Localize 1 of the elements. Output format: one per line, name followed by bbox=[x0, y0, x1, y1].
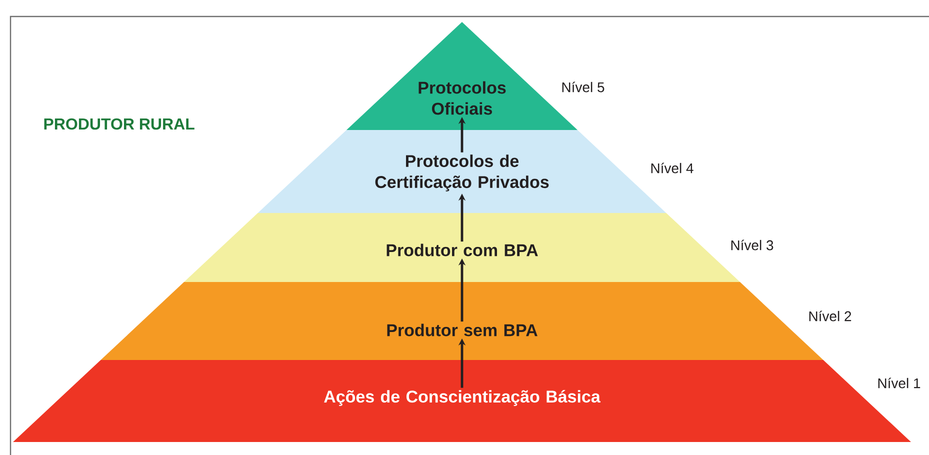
heading-label: PRODUTOR RURAL bbox=[44, 118, 194, 130]
